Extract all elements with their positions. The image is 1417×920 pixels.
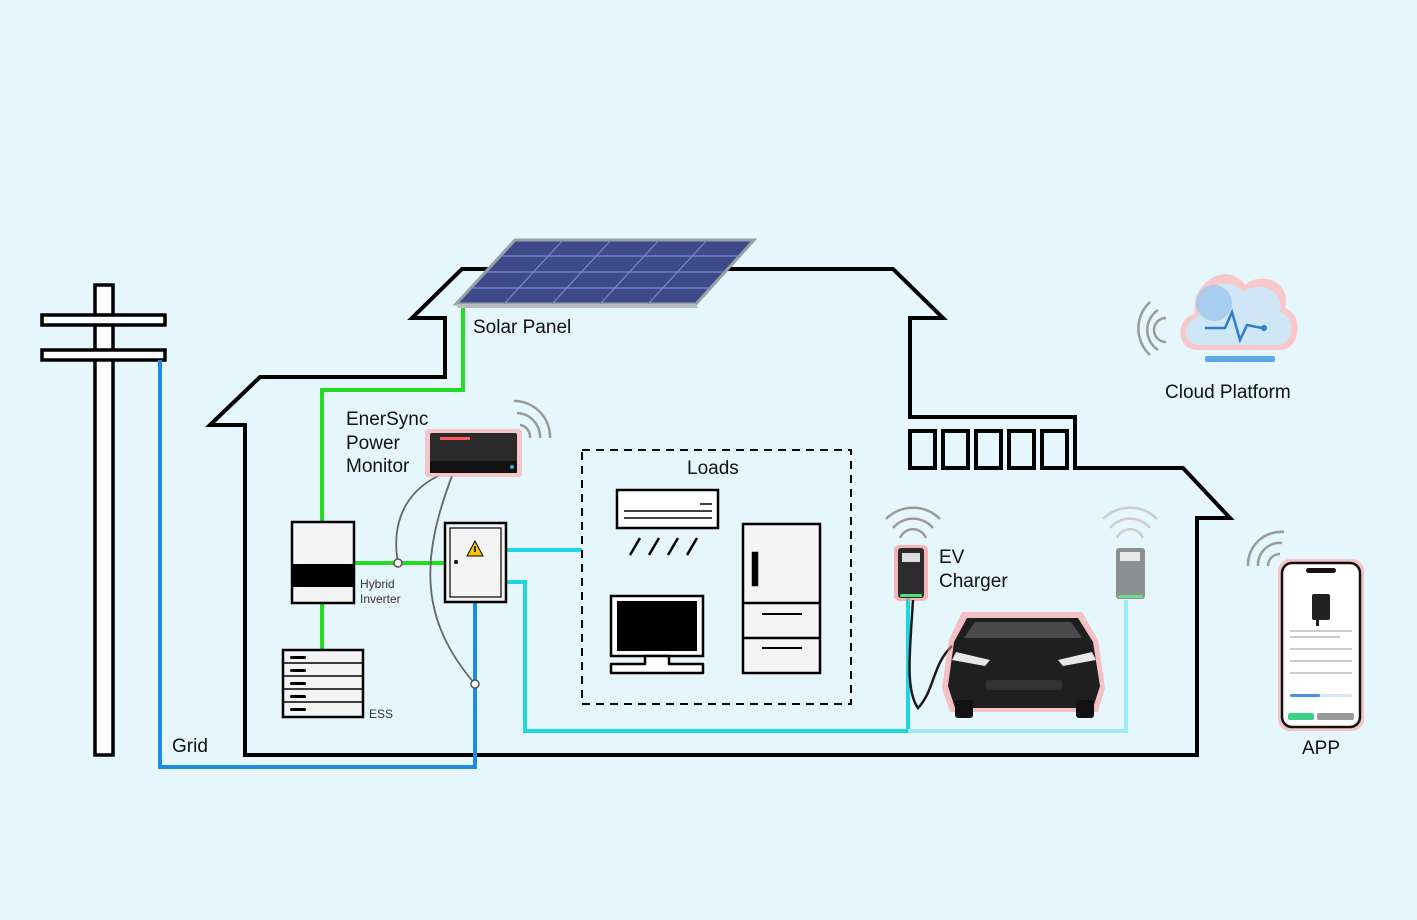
charging-cable [908,599,953,710]
utility-pole-icon [40,283,167,757]
power-monitor-label-line3: Monitor [346,456,410,477]
solar-panel-label: Solar Panel [473,317,572,338]
cloud-wifi-waves-icon [1137,301,1167,356]
ct-clamp-1 [393,558,403,568]
ev-charger-icon [894,545,928,601]
sensor-cable-1 [395,475,439,564]
box-to-ev-line [506,580,910,733]
tv-monitor-icon [609,594,705,675]
solar-line [320,305,465,522]
ev-charger-2-wifi-waves-icon [1102,506,1158,539]
loads-label: Loads [687,458,739,479]
power-monitor-label-line1: EnerSync [346,409,429,430]
ev-charger-label-line1: EV [939,547,965,568]
refrigerator-icon [741,522,822,675]
solar-panel-icon [452,238,758,308]
ev-charger-wifi-waves-icon [885,506,941,539]
cloud-platform-label: Cloud Platform [1165,382,1291,403]
ct-clamp-2 [470,679,480,689]
hybrid-inverter-label-line1: Hybrid [360,577,395,591]
monitor-wifi-waves-icon [513,399,552,439]
power-monitor-label-line2: Power [346,433,400,454]
app-wifi-waves-icon [1246,530,1285,567]
power-monitor-icon [425,429,522,477]
ev-charger-2-icon [1116,548,1145,599]
ess-label: ESS [369,707,394,721]
ev-charger-label-line2: Charger [939,571,1008,592]
app-label: APP [1302,738,1341,759]
sensor-cable-2 [429,475,476,685]
hybrid-inverter-icon [290,520,356,605]
grid-label: Grid [172,736,208,757]
loads-boundary [581,449,852,705]
electric-car-icon [942,612,1105,718]
house-outline [205,267,1235,757]
ev-second-line [908,600,1128,733]
hybrid-inverter-label-line2: Inverter [360,592,401,606]
distribution-box-icon [443,521,508,604]
garage-windows [908,429,1069,470]
smartphone-icon [1278,559,1364,731]
air-conditioner-icon [615,488,720,556]
cloud-icon [1180,274,1298,362]
ess-battery-icon [281,648,365,719]
